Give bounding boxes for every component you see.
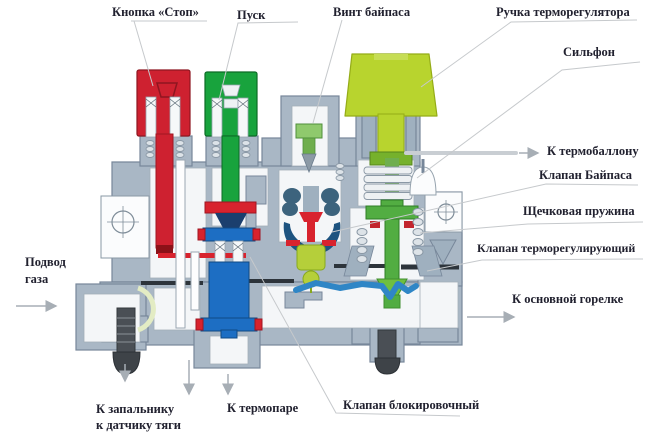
bypass-screw-graphic [295,123,323,174]
flow-arrows [16,147,540,396]
button-springs [145,140,345,181]
label-bypass-valve: Клапан Байпаса [539,168,633,182]
igniter-plug [112,307,141,375]
label-stop-button: Кнопка «Стоп» [112,5,199,19]
label-bypass-screw: Винт байпаса [333,5,411,19]
drain-seat [284,291,323,309]
mounting-tab-left [100,195,150,259]
label-start-button: Пуск [237,8,266,22]
label-thermostat-knob: Ручка терморегулятора [496,5,630,19]
bypass-valve-graphic [282,186,341,293]
label-gas-supply-line2: газа [25,272,49,286]
label-bellows: Сильфон [563,45,615,59]
label-to-main-burner: К основной горелке [512,292,624,306]
cheek-spring-graphic [356,208,424,263]
mounting-tab-right [424,191,463,233]
label-to-thermocouple: К термопаре [227,401,299,415]
label-gas-supply-line1: Подвод [25,255,66,269]
blocking-valve-graphic [195,227,263,339]
label-cheek-spring: Щечковая пружина [523,204,635,218]
start-button-graphic [204,71,258,228]
lever-arm-graphic [293,280,419,300]
stop-button-graphic [136,69,246,258]
label-to-thermal-bulb: К термобаллону [547,144,639,158]
label-thermoregulating-valve: Клапан терморегулирующий [477,241,636,255]
bottom-bolt [374,329,401,375]
label-to-igniter-line2: к датчику тяги [96,418,181,432]
label-blocking-valve: Клапан блокировочный [343,398,480,412]
outlet-funnel [429,239,457,266]
leader-lines [131,19,644,417]
pilot-tubes [175,159,200,329]
inlet-seal-arc [137,285,156,333]
label-to-igniter-line1: К запальнику [96,402,175,416]
thermostat-knob-graphic [344,53,438,166]
